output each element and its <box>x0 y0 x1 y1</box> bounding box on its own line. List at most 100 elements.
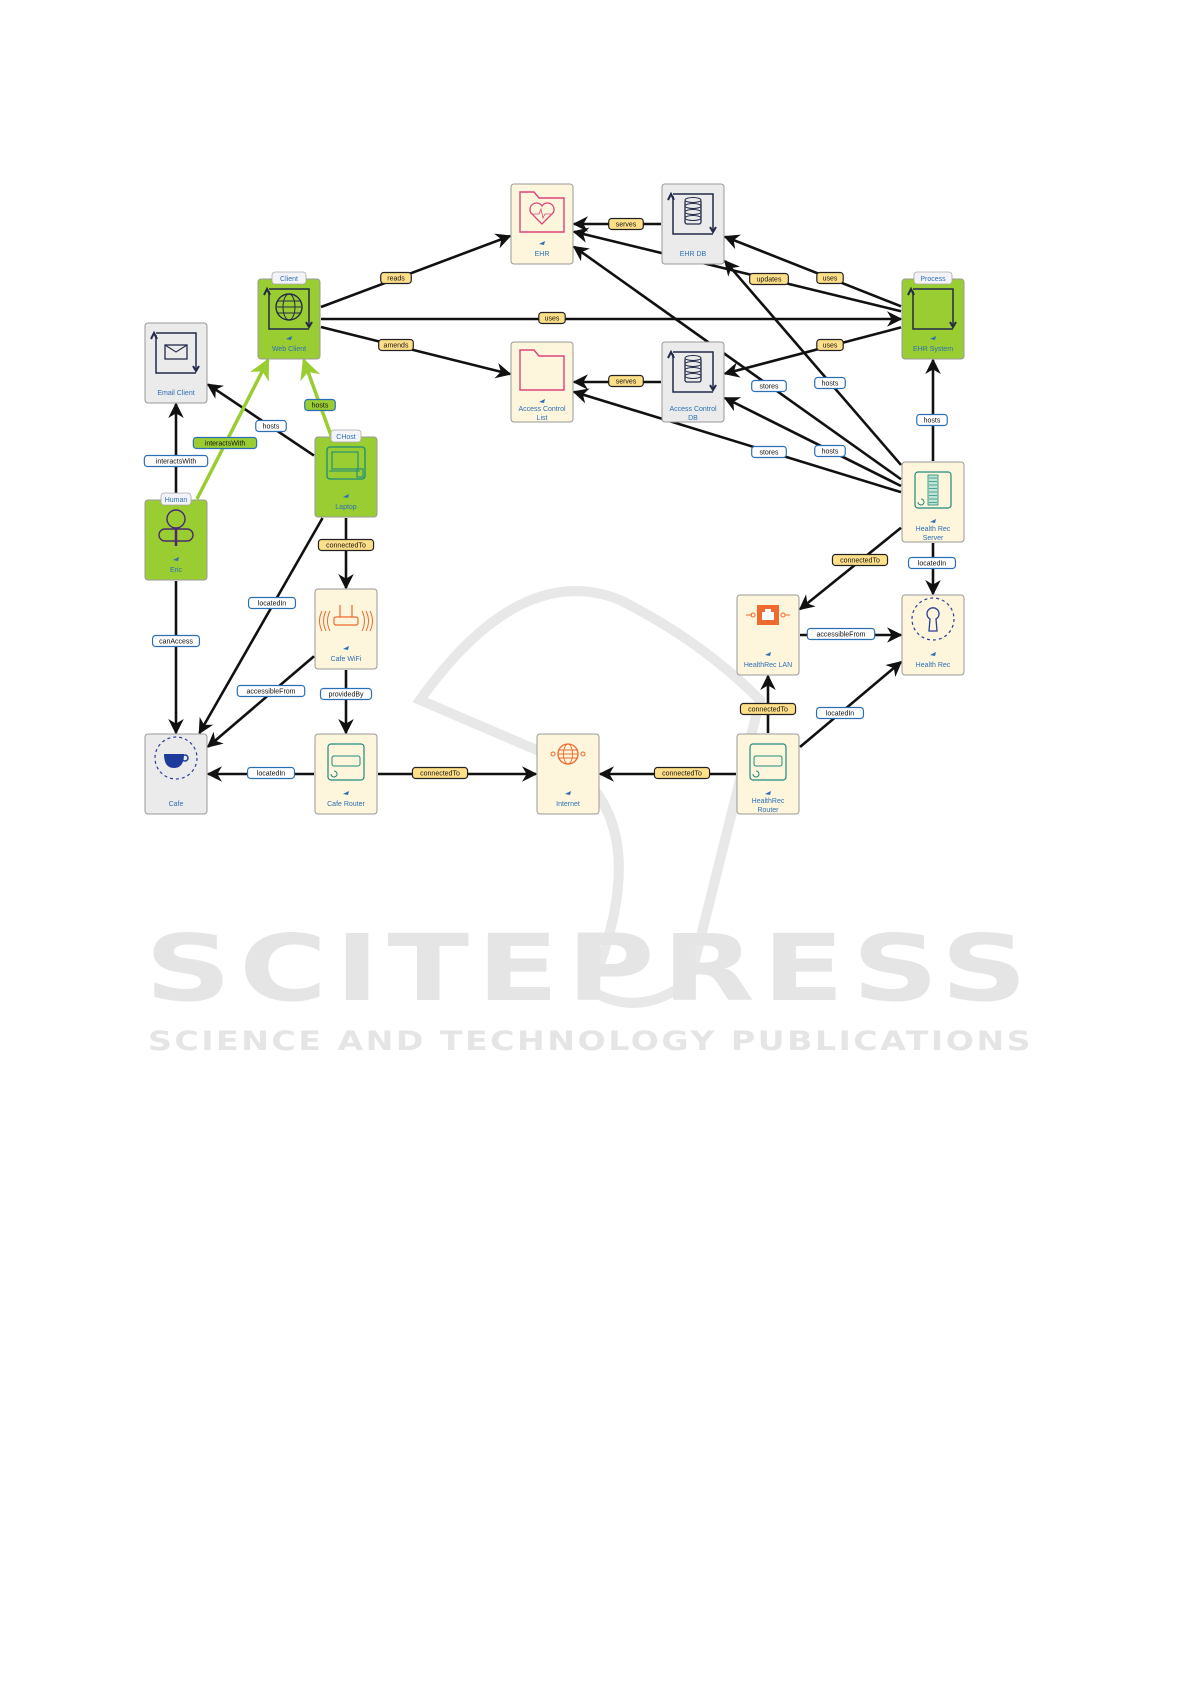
node-box <box>314 588 378 670</box>
edge-label-locatedIn[interactable]: locatedIn <box>907 556 957 570</box>
edge-label-hosts[interactable]: hosts <box>814 444 846 458</box>
laptop-icon <box>326 446 366 480</box>
edge-webclient-acl[interactable] <box>320 325 512 379</box>
node-label: Access Control <box>518 406 566 413</box>
edge-hrserver-hrlan[interactable] <box>798 526 902 611</box>
edge-ehrsystem-ehr[interactable] <box>572 227 902 313</box>
node-ehrdb[interactable]: EHR DB <box>661 183 725 265</box>
edge-label-updates[interactable]: updates <box>749 272 789 286</box>
edge-label-hosts[interactable]: hosts <box>814 376 846 390</box>
watermark-subtitle: SCIENCE AND TECHNOLOGY PUBLICATIONS <box>148 1026 1033 1057</box>
edge-hrserver-ehrdb[interactable] <box>723 259 902 466</box>
edge-label-text: locatedIn <box>918 561 947 568</box>
edge-label-serves[interactable]: serves <box>608 217 644 231</box>
node-box <box>536 733 600 815</box>
edge-laptop-webclient[interactable] <box>300 358 333 437</box>
edge-cafewifi-cafe[interactable] <box>206 655 315 748</box>
edge-label-text: connectedTo <box>326 543 366 550</box>
edge-label-interactsWith[interactable]: interactsWith <box>143 454 209 468</box>
edge-label-reads[interactable]: reads <box>380 271 412 285</box>
node-hrlan[interactable]: HealthRec LAN <box>736 594 800 676</box>
edge-label-text: amends <box>384 343 409 350</box>
keyhole-icon <box>911 597 955 641</box>
node-internet[interactable]: Internet <box>536 733 600 815</box>
edge-hrserver-ehr[interactable] <box>572 245 902 481</box>
edge-eric-webclient[interactable] <box>195 358 270 500</box>
edge-label-stores[interactable]: stores <box>751 379 787 393</box>
node-label: EHR <box>535 251 550 258</box>
database-icon <box>667 191 717 235</box>
edge-label-connectedTo[interactable]: connectedTo <box>317 538 375 552</box>
leaf-icon <box>930 519 936 523</box>
node-label: EHR DB <box>680 251 707 258</box>
edge-label-hosts[interactable]: hosts <box>304 398 336 412</box>
globe-icon <box>263 286 313 330</box>
node-caferouter[interactable]: Cafe Router <box>314 733 378 815</box>
edge-hrrouter-healthrec[interactable] <box>799 660 903 749</box>
edge-label-text: reads <box>387 276 405 283</box>
edge-label-hosts[interactable]: hosts <box>916 413 948 427</box>
node-emailclient[interactable]: Email Client <box>144 322 208 404</box>
edge-label-text: serves <box>616 222 637 229</box>
edge-label-canAccess[interactable]: canAccess <box>151 634 201 648</box>
node-ehr[interactable]: EHR <box>510 183 574 265</box>
router-icon <box>749 743 787 781</box>
node-label: Eric <box>170 567 183 574</box>
edge-laptop-cafe[interactable] <box>198 517 324 735</box>
leaf-icon <box>930 652 936 656</box>
node-type-tag: CHost <box>330 429 362 443</box>
edge-label-connectedTo[interactable]: connectedTo <box>831 553 889 567</box>
edge-webclient-ehr[interactable] <box>320 233 512 309</box>
edge-label-uses[interactable]: uses <box>538 311 566 325</box>
edge-label-text: uses <box>545 316 560 323</box>
edge-label-locatedIn[interactable]: locatedIn <box>246 766 296 780</box>
edge-label-providedBy[interactable]: providedBy <box>319 687 373 701</box>
edge-label-accessibleFrom[interactable]: accessibleFrom <box>236 684 306 698</box>
svg-text:CHost: CHost <box>336 434 356 441</box>
edge-label-locatedIn[interactable]: locatedIn <box>247 596 297 610</box>
node-label: Email Client <box>157 390 194 397</box>
edge-label-locatedIn[interactable]: locatedIn <box>815 706 865 720</box>
envelope-icon <box>150 330 200 374</box>
edge-label-connectedTo[interactable]: connectedTo <box>653 766 711 780</box>
leaf-icon <box>930 336 936 340</box>
node-label: Server <box>923 535 944 542</box>
edge-label-amends[interactable]: amends <box>378 338 414 352</box>
edge-label-text: accessibleFrom <box>816 632 865 639</box>
edge-label-hosts[interactable]: hosts <box>255 419 287 433</box>
edge-label-uses[interactable]: uses <box>816 338 844 352</box>
edge-label-text: stores <box>759 384 779 391</box>
edge-ehrsystem-acdb[interactable] <box>723 326 902 378</box>
edge-label-connectedTo[interactable]: connectedTo <box>739 702 797 716</box>
node-label: List <box>537 415 548 422</box>
edge-label-serves[interactable]: serves <box>608 374 644 388</box>
node-cafewifi[interactable]: Cafe WiFi <box>314 588 378 670</box>
edge-label-stores[interactable]: stores <box>751 445 787 459</box>
edge-label-text: hosts <box>924 418 941 425</box>
edge-label-accessibleFrom[interactable]: accessibleFrom <box>806 627 876 641</box>
edge-hrserver-acdb[interactable] <box>723 396 902 488</box>
node-cafe[interactable]: Cafe <box>144 733 208 815</box>
leaf-icon <box>286 336 292 340</box>
leaf-icon <box>565 791 571 795</box>
node-type-tag: Client <box>271 271 307 285</box>
node-healthrec[interactable]: Health Rec <box>901 594 965 676</box>
heart-folder-icon <box>519 191 565 233</box>
router-icon <box>327 743 365 781</box>
edge-label-uses[interactable]: uses <box>816 271 844 285</box>
svg-text:Process: Process <box>920 276 946 283</box>
edge-label-connectedTo[interactable]: connectedTo <box>411 766 469 780</box>
edge-ehrsystem-ehrdb[interactable] <box>723 234 902 308</box>
edge-label-text: uses <box>823 276 838 283</box>
edge-label-interactsWith[interactable]: interactsWith <box>192 436 258 450</box>
edge-hrserver-acl[interactable] <box>572 388 902 494</box>
